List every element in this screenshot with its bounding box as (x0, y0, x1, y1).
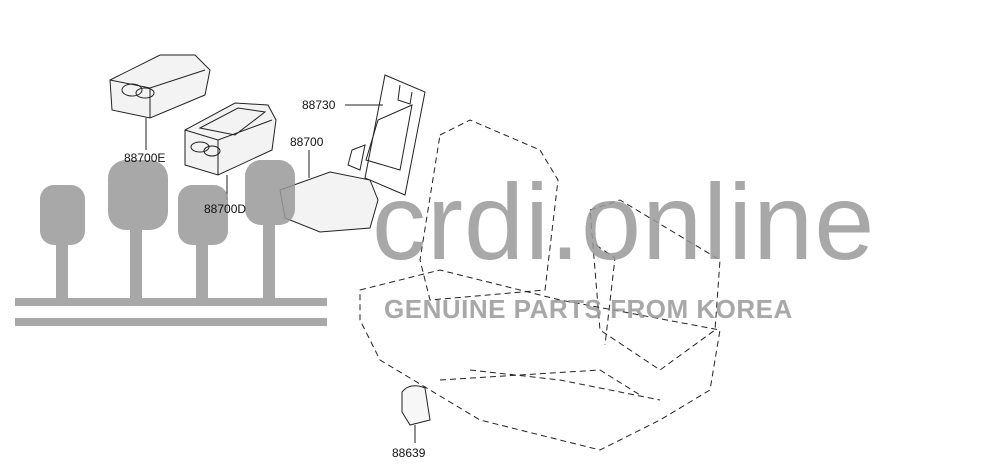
armrest-88700e-drawing (109, 54, 211, 150)
cushion-88700-drawing (279, 150, 379, 233)
part-label-88639[interactable]: 88639 (392, 446, 426, 460)
cap-88639-drawing (401, 385, 431, 443)
armrest-88700d-drawing (184, 102, 277, 200)
part-label-88700[interactable]: 88700 (290, 135, 324, 149)
part-label-88700e[interactable]: 88700E (124, 151, 166, 165)
frame-88730-drawing (345, 74, 426, 196)
watermark-logo-icon (15, 160, 327, 326)
part-label-88730[interactable]: 88730 (302, 98, 336, 112)
watermark-brand: crdi.online (372, 161, 876, 282)
watermark-tagline: GENUINE PARTS FROM KOREA (384, 294, 793, 324)
part-label-88700d[interactable]: 88700D (204, 202, 247, 216)
rear-seat-drawing (359, 119, 721, 451)
